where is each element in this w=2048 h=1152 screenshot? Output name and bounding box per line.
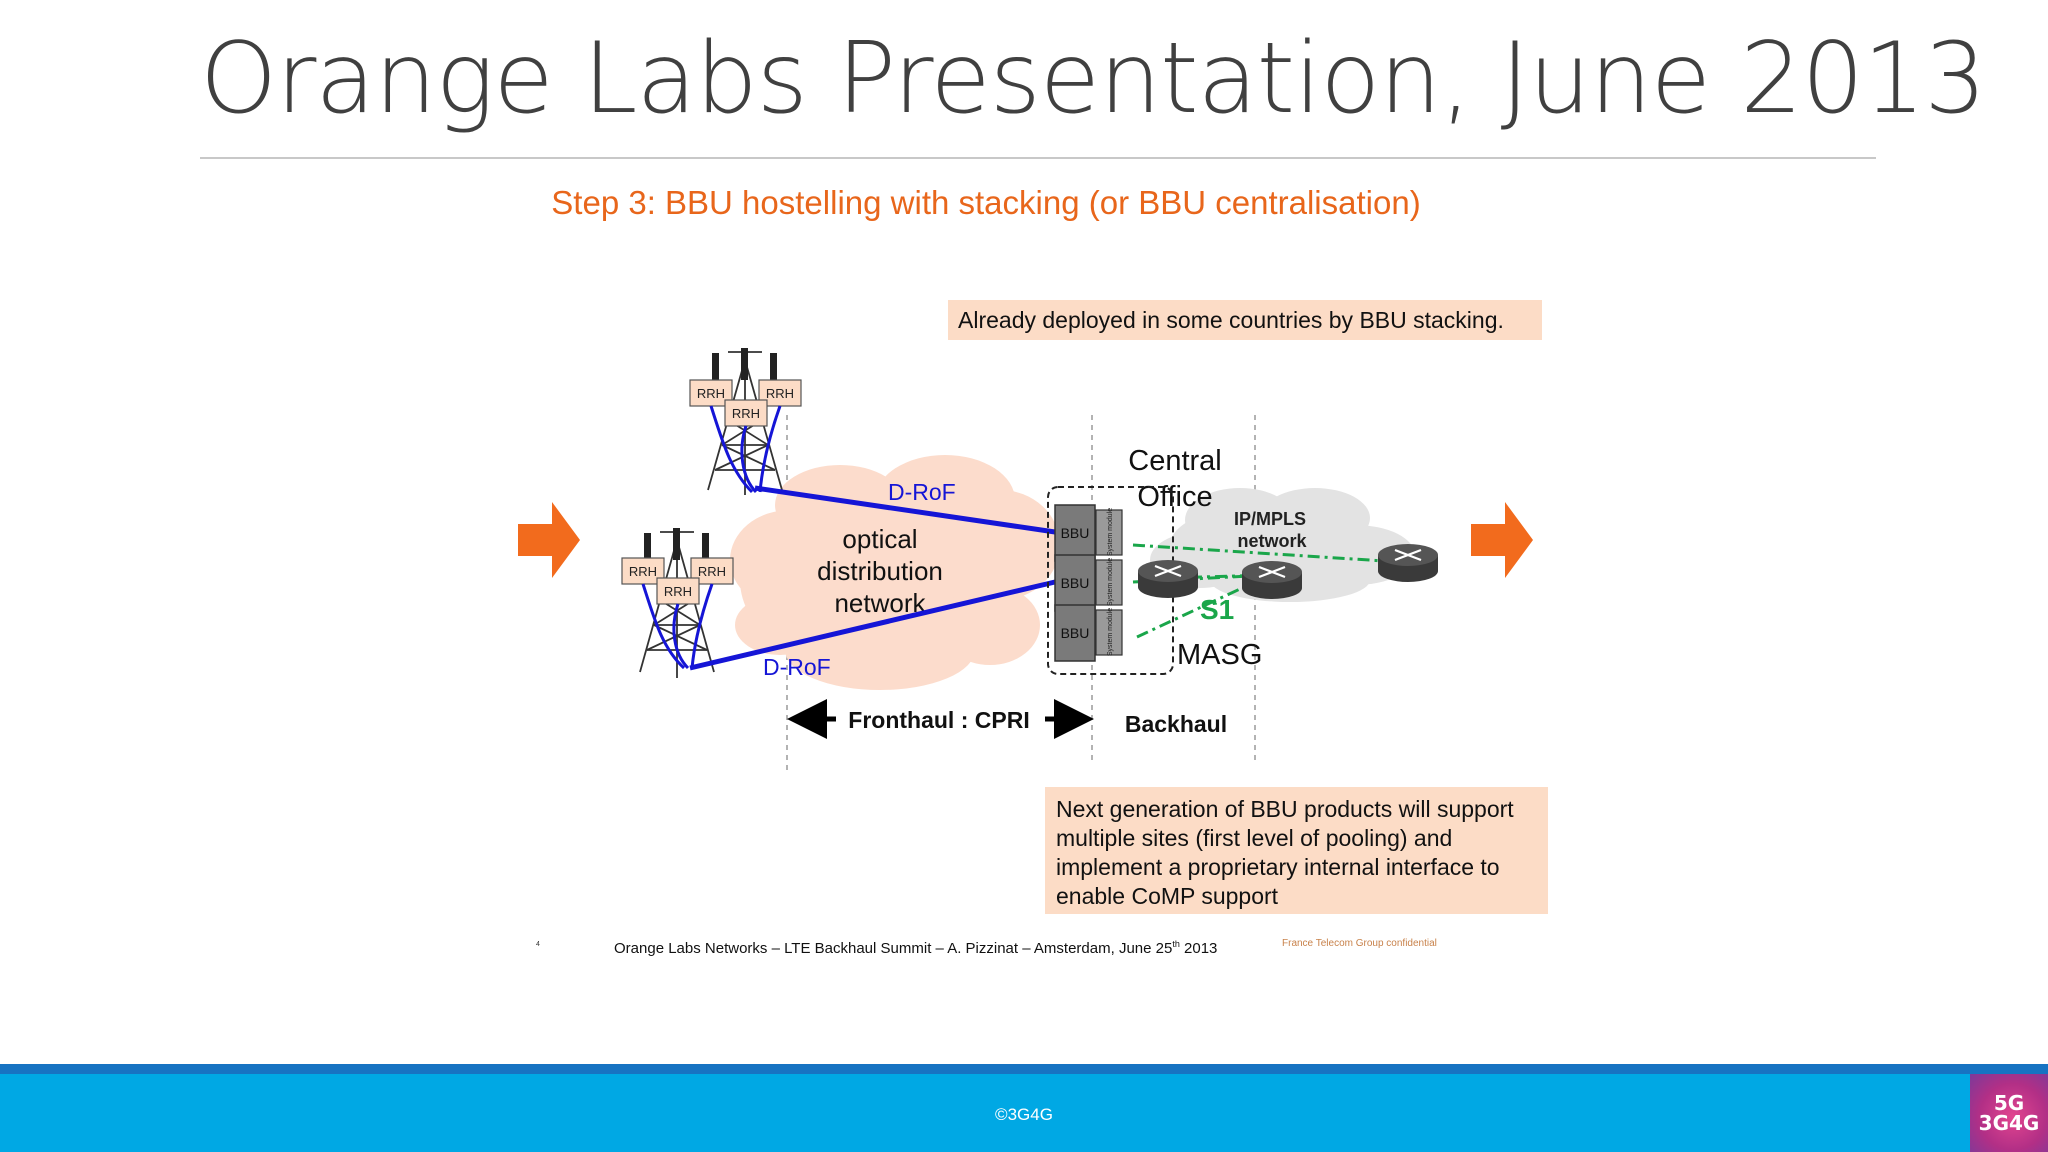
footer-bar — [0, 1064, 2048, 1152]
s1-label: S1 — [1200, 594, 1234, 625]
svg-text:System module: System module — [1107, 608, 1114, 656]
figure-footer-source: Orange Labs Networks – LTE Backhaul Summ… — [614, 939, 1217, 957]
svg-text:System module: System module — [1107, 508, 1114, 556]
callout-top-text: Already deployed in some countries by BB… — [958, 307, 1504, 333]
callout-bottom-line-1: Next generation of BBU products will sup… — [1056, 796, 1514, 822]
svg-text:RRH: RRH — [697, 386, 725, 401]
svg-text:System module: System module — [1107, 558, 1114, 606]
svg-text:RRH: RRH — [732, 406, 760, 421]
output-arrow-icon — [1471, 502, 1533, 578]
masg-label: MASG — [1177, 639, 1262, 671]
svg-text:RRH: RRH — [629, 564, 657, 579]
central-office-label-1: Central — [1128, 445, 1222, 477]
rrh-box — [656, 577, 700, 605]
page-number: 4 — [536, 941, 540, 948]
callout-bottom-line-4: enable CoMP support — [1056, 883, 1279, 909]
router-icon — [1242, 561, 1302, 599]
drof-label-lower: D-RoF — [763, 654, 831, 680]
slide-title: Orange Labs Presentation, June 2013 — [200, 22, 1987, 136]
router-icon — [1138, 560, 1198, 598]
drof-link-lower — [689, 579, 1056, 671]
input-arrow-icon — [518, 502, 580, 578]
ipmpls-label-2: network — [1237, 531, 1307, 551]
diagram-heading: Step 3: BBU hostelling with stacking (or… — [551, 184, 1420, 221]
confidential-label: France Telecom Group confidential — [1282, 938, 1437, 949]
callout-top-box — [948, 300, 1542, 340]
callout-bottom-box — [1045, 787, 1548, 914]
cell-tower-lower: RRH RRH RRH — [621, 528, 734, 678]
svg-text:RRH: RRH — [698, 564, 726, 579]
rrh-box — [621, 557, 665, 585]
svg-text:BBU: BBU — [1061, 625, 1090, 641]
backhaul-label: Backhaul — [1125, 711, 1227, 737]
cloud-label-line-2: distribution — [817, 556, 943, 586]
brand-logo-text-bottom: 3G4G — [1978, 1111, 2040, 1135]
optical-cloud — [730, 455, 1060, 690]
cell-tower-upper: RRH RRH RRH — [689, 348, 802, 495]
cloud-label-line-1: optical — [842, 524, 917, 554]
svg-text:BBU: BBU — [1061, 575, 1090, 591]
svg-text:BBU: BBU — [1061, 525, 1090, 541]
copyright-text: ©3G4G — [995, 1105, 1053, 1124]
drof-label-upper: D-RoF — [888, 479, 956, 505]
title-divider — [200, 157, 1876, 159]
cloud-label-line-3: network — [834, 588, 926, 618]
drof-link-upper — [754, 485, 1056, 535]
router-icon — [1378, 544, 1438, 582]
svg-text:RRH: RRH — [766, 386, 794, 401]
ipmpls-label-1: IP/MPLS — [1234, 509, 1306, 529]
fronthaul-label: Fronthaul : CPRI — [848, 707, 1029, 733]
bbu-stack: BBU System module BBU System module BBU … — [1054, 504, 1123, 662]
svg-text:RRH: RRH — [664, 584, 692, 599]
footer-stripe — [0, 1064, 2048, 1074]
central-office-label-2: Office — [1137, 481, 1212, 513]
callout-bottom-line-2: multiple sites (first level of pooling) … — [1056, 825, 1452, 851]
callout-bottom-line-3: implement a proprietary internal interfa… — [1056, 854, 1500, 880]
